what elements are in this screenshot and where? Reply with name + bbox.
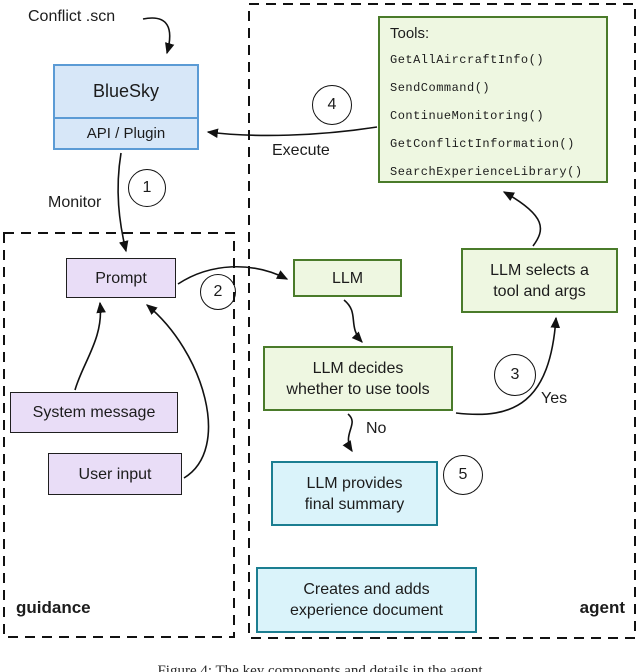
prompt-box: Prompt	[66, 258, 176, 298]
arrow-conflict-to-bluesky	[142, 17, 175, 55]
experience-line2: experience document	[290, 602, 443, 619]
step-circle-5: 5	[443, 455, 483, 495]
step-circle-2: 2	[200, 274, 236, 310]
execute-label: Execute	[272, 142, 330, 159]
llm-selects-line2: tool and args	[493, 282, 586, 300]
arrow-sysmsg-to-prompt	[74, 301, 106, 391]
no-label: No	[366, 420, 387, 437]
llm-box: LLM	[293, 259, 402, 297]
step-circle-3: 3	[494, 354, 536, 396]
bluesky-title: BlueSky	[92, 81, 160, 101]
arrow-llm-to-decides	[343, 299, 363, 343]
llm-final-summary-box: LLM provides final summary	[271, 461, 438, 526]
user-input-box: User input	[48, 453, 182, 495]
arrow-monitor-bluesky-to-prompt	[117, 152, 129, 253]
monitor-label: Monitor	[48, 194, 102, 211]
arrow-execute-tools-to-api	[206, 126, 378, 139]
tool-function: SendCommand()	[390, 81, 491, 95]
llm-selects-tool-box: LLM selects a tool and args	[461, 248, 618, 313]
llm-decides-line2: whether to use tools	[286, 380, 430, 398]
figure-caption: Figure 4: The key components and details…	[157, 663, 483, 672]
llm-decides-line1: LLM decides	[312, 359, 404, 377]
tools-box: Tools: GetAllAircraftInfo() SendCommand(…	[378, 16, 608, 183]
tools-title: Tools:	[390, 25, 430, 42]
step-circle-4: 4	[312, 85, 352, 125]
system-message-box: System message	[10, 392, 178, 433]
conflict-scn-label: Conflict .scn	[28, 8, 116, 25]
tool-function: GetConflictInformation()	[390, 137, 575, 151]
arrow-selects-to-tools	[502, 191, 542, 247]
llm-selects-line1: LLM selects a	[490, 261, 589, 279]
llm-decides-box: LLM decides whether to use tools	[263, 346, 453, 411]
tool-function: SearchExperienceLibrary()	[390, 165, 583, 179]
tool-function: GetAllAircraftInfo()	[390, 53, 545, 67]
experience-document-box: Creates and adds experience document	[256, 567, 477, 633]
arrow-no-decides-to-summary	[342, 413, 353, 453]
tool-function: ContinueMonitoring()	[390, 109, 545, 123]
agent-region-label: agent	[579, 598, 625, 617]
step-circle-1: 1	[128, 169, 166, 207]
api-plugin-section: API / Plugin	[55, 117, 197, 148]
yes-label: Yes	[541, 390, 568, 407]
bluesky-box: BlueSky API / Plugin	[53, 64, 199, 150]
guidance-region-label: guidance	[16, 598, 91, 617]
llm-summary-line2: final summary	[304, 495, 405, 513]
experience-line1: Creates and adds	[303, 581, 430, 598]
llm-summary-line1: LLM provides	[306, 474, 403, 492]
